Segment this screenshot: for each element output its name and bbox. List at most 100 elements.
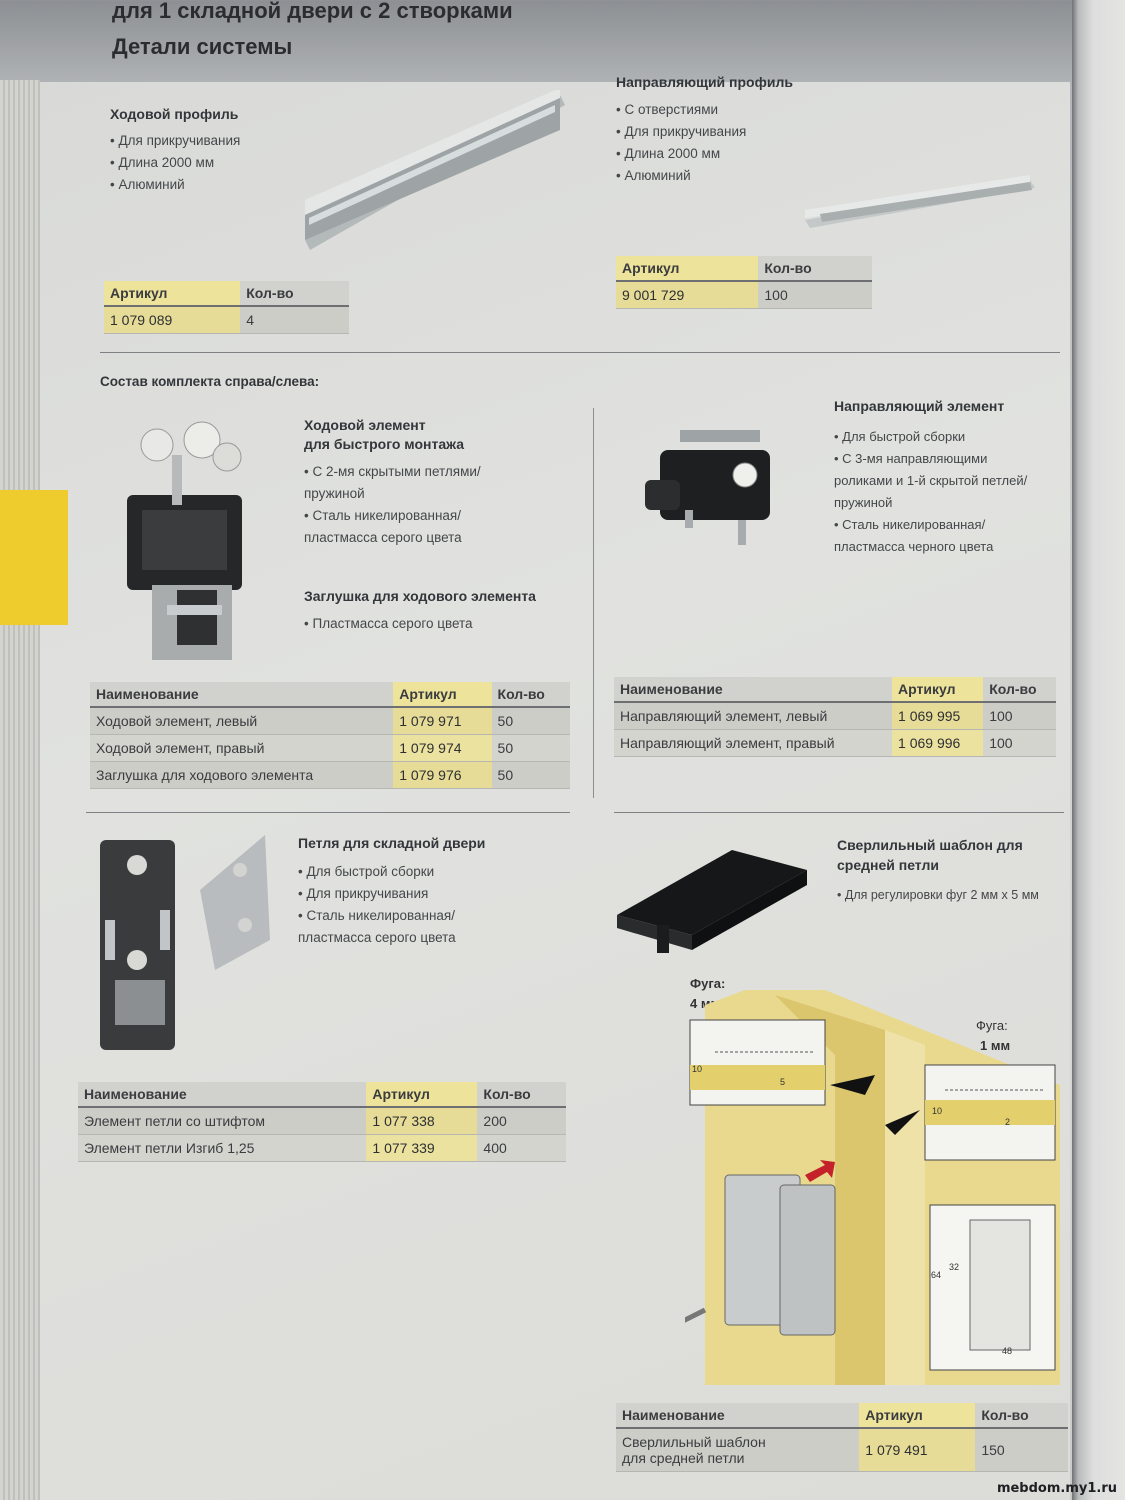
gap1-label: Фуга: <box>690 976 726 991</box>
cell-article: 1 077 339 <box>366 1134 478 1162</box>
column-divider <box>593 408 594 798</box>
bullet: Алюминий <box>110 174 240 196</box>
book-page-edge <box>0 80 40 1500</box>
guide-element-image <box>645 430 770 545</box>
table-row: Ходовой элемент, правый 1 079 974 50 <box>90 734 570 762</box>
drilling-template-image <box>617 850 807 953</box>
bullet: С 2-мя скрытыми петлями/пружиной <box>304 461 534 505</box>
cell-qty: 50 <box>491 734 570 762</box>
running-element-title-1: Ходовой элемент <box>304 417 426 433</box>
table-row: 1 079 089 4 <box>104 306 349 334</box>
guide-element-bullets: Для быстрой сборки С 3-мя направляющими … <box>834 426 1049 558</box>
kit-heading: Состав комплекта справа/слева: <box>100 374 320 389</box>
facing-page <box>1072 0 1125 1500</box>
yellow-index-tab <box>0 490 68 625</box>
running-profile-image <box>305 90 565 250</box>
gap2-label: Фуга: <box>976 1018 1008 1033</box>
cap-bullets: Пластмасса серого цвета <box>304 613 472 635</box>
cap-title: Заглушка для ходового элемента <box>304 588 536 604</box>
bullet: Длина 2000 мм <box>616 143 746 165</box>
col-header-qty: Кол-во <box>975 1403 1068 1429</box>
bullet: Для прикручивания <box>298 883 528 905</box>
header-title-line2: Детали системы <box>112 34 293 59</box>
hinge-bullets: Для быстрой сборки Для прикручивания Ста… <box>298 861 528 949</box>
cell-name: Ходовой элемент, левый <box>90 707 394 735</box>
col-header-name: Наименование <box>616 1403 860 1429</box>
guide-profile-bullets: С отверстиями Для прикручивания Длина 20… <box>616 99 746 187</box>
header-title-line1: для 1 складной двери с 2 створками <box>112 0 513 23</box>
bullet: Алюминий <box>616 165 746 187</box>
col-header-name: Наименование <box>78 1082 367 1108</box>
cell-qty: 50 <box>491 707 570 735</box>
dim-label: 10 <box>692 1064 703 1074</box>
cell-name-line2: для средней петли <box>622 1450 745 1466</box>
cell-article: 1 079 971 <box>393 707 492 735</box>
cell-article: 1 069 996 <box>892 729 984 757</box>
section-divider <box>100 352 1060 353</box>
col-header-name: Наименование <box>90 682 394 708</box>
running-element-title-2: для быстрого монтажа <box>304 436 464 452</box>
cell-qty: 100 <box>983 729 1056 757</box>
cell-qty: 200 <box>477 1107 566 1135</box>
dim-label: 32 <box>949 1262 960 1272</box>
cell-name: Ходовой элемент, правый <box>90 734 394 762</box>
cell-qty: 100 <box>758 281 872 309</box>
cell-qty: 4 <box>240 306 349 334</box>
table-row: Элемент петли Изгиб 1,25 1 077 339 400 <box>78 1134 566 1162</box>
cell-article: 1 079 491 <box>859 1428 976 1472</box>
col-header-qty: Кол-во <box>240 281 349 307</box>
template-title-2: средней петли <box>837 857 939 873</box>
cell-qty: 400 <box>477 1134 566 1162</box>
col-header-article: Артикул <box>393 682 492 708</box>
cell-article: 1 079 974 <box>393 734 492 762</box>
dim-label: 10 <box>932 1106 943 1116</box>
running-profile-title: Ходовой профиль <box>110 106 239 122</box>
cell-name: Элемент петли со штифтом <box>78 1107 367 1135</box>
cell-qty: 150 <box>975 1428 1068 1472</box>
template-bullets: Для регулировки фуг 2 мм х 5 мм <box>837 884 1062 906</box>
hinge-table: Наименование Артикул Кол-во Элемент петл… <box>78 1082 566 1162</box>
table-row: 9 001 729 100 <box>616 281 872 309</box>
cell-name-line1: Сверлильный шаблон <box>622 1434 766 1450</box>
hinge-title: Петля для складной двери <box>298 835 486 851</box>
running-element-bullets: С 2-мя скрытыми петлями/пружиной Сталь н… <box>304 461 534 549</box>
bullet: Сталь никелированная/ пластмасса черного… <box>834 514 1049 558</box>
dim-label: 2 <box>1005 1117 1011 1127</box>
col-header-name: Наименование <box>614 677 893 703</box>
col-header-qty: Кол-во <box>491 682 570 708</box>
cell-article: 1 069 995 <box>892 702 984 730</box>
dim-label: 5 <box>780 1077 786 1087</box>
running-element-table: Наименование Артикул Кол-во Ходовой элем… <box>90 682 570 789</box>
col-header-qty: Кол-во <box>477 1082 566 1108</box>
running-profile-table: Артикул Кол-во 1 079 089 4 <box>104 281 349 334</box>
hinge-image <box>100 835 270 1050</box>
cell-article: 1 077 338 <box>366 1107 478 1135</box>
col-header-article: Артикул <box>104 281 241 307</box>
col-header-qty: Кол-во <box>983 677 1056 703</box>
bullet: С отверстиями <box>616 99 746 121</box>
bullet: Длина 2000 мм <box>110 152 240 174</box>
guide-profile-title: Направляющий профиль <box>616 74 793 90</box>
template-table: Наименование Артикул Кол-во Сверлильный … <box>616 1403 1068 1472</box>
bullet: Пластмасса серого цвета <box>304 613 472 635</box>
gap2-value: 1 мм <box>980 1038 1011 1053</box>
cell-name: Элемент петли Изгиб 1,25 <box>78 1134 367 1162</box>
template-title-1: Сверлильный шаблон для <box>837 837 1023 853</box>
bullet: Для быстрой сборки <box>298 861 528 883</box>
running-element-image <box>127 421 242 660</box>
section-divider <box>614 812 1064 813</box>
col-header-article: Артикул <box>366 1082 478 1108</box>
table-row: Направляющий элемент, левый 1 069 995 10… <box>614 702 1056 730</box>
cell-article: 1 079 976 <box>393 761 492 789</box>
col-header-article: Артикул <box>892 677 984 703</box>
bullet: Сталь никелированная/ пластмасса серого … <box>298 905 528 949</box>
table-row: Ходовой элемент, левый 1 079 971 50 <box>90 707 570 735</box>
cell-qty: 100 <box>983 702 1056 730</box>
bullet: Для быстрой сборки <box>834 426 1049 448</box>
col-header-article: Артикул <box>859 1403 976 1429</box>
guide-profile-image <box>805 175 1035 228</box>
bullet: Для прикручивания <box>110 130 240 152</box>
cell-name: Направляющий элемент, правый <box>614 729 893 757</box>
dim-label: 64 <box>931 1270 942 1280</box>
guide-element-title: Направляющий элемент <box>834 398 1005 414</box>
